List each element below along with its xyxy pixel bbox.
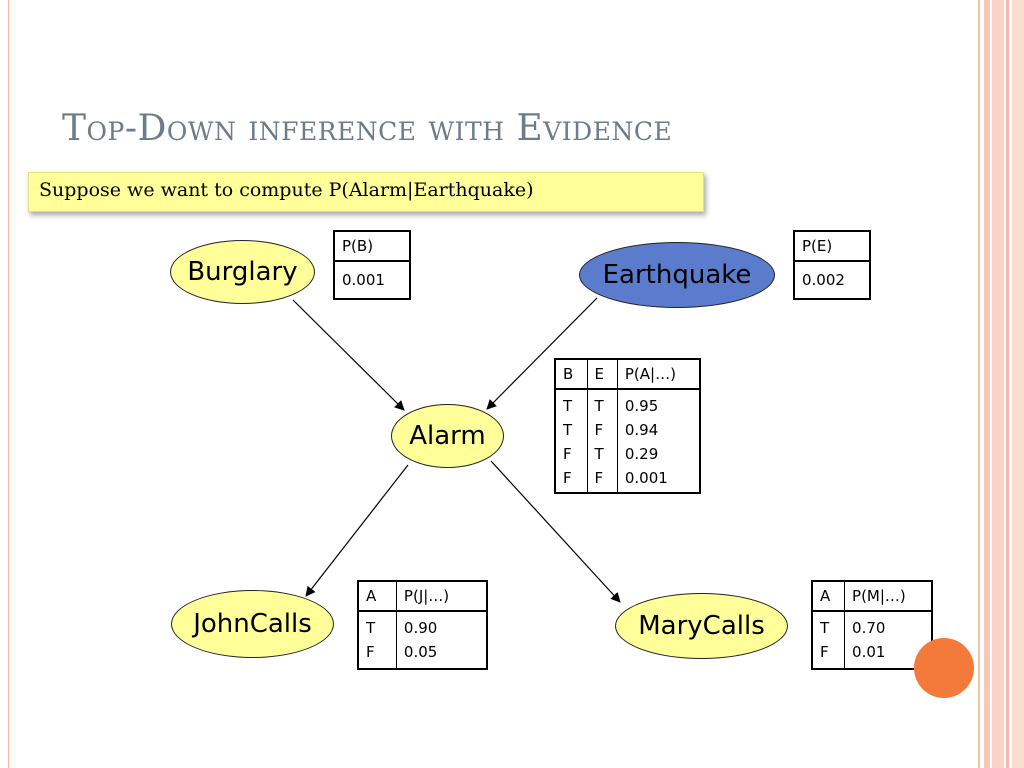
cpt-marycalls: A P(M|…) T F 0.70 0.01 — [811, 580, 933, 670]
node-earthquake[interactable]: Earthquake — [579, 242, 775, 308]
cpt-cell: 0.29 — [624, 445, 659, 463]
cpt-column: 0.95 0.94 0.29 0.001 — [616, 389, 700, 493]
right-stripe — [984, 0, 990, 768]
left-border-line — [8, 0, 9, 768]
right-stripe — [1012, 0, 1024, 768]
cpt-cell: F — [820, 643, 829, 661]
edge-burglary-alarm — [292, 299, 405, 411]
cpt-cell: 0.001 — [624, 469, 668, 487]
cpt-cell: T — [820, 619, 830, 637]
node-johncalls-label: JohnCalls — [193, 609, 312, 639]
cpt-burglary: P(B) 0.001 — [333, 230, 411, 300]
node-burglary-label: Burglary — [187, 257, 298, 287]
right-stripe — [978, 0, 980, 768]
cpt-cell: F — [594, 421, 604, 439]
node-alarm[interactable]: Alarm — [391, 404, 504, 468]
cpt-cell: 0.90 — [403, 619, 438, 637]
cpt-header: E — [586, 359, 618, 389]
right-stripe — [1006, 0, 1009, 768]
cpt-header: P(E) — [802, 237, 833, 255]
cpt-header: P(J|…) — [395, 581, 487, 611]
node-johncalls[interactable]: JohnCalls — [171, 590, 334, 658]
cpt-column: T F — [812, 611, 845, 669]
node-earthquake-label: Earthquake — [602, 260, 752, 290]
cpt-column: 0.90 0.05 — [395, 611, 487, 669]
cpt-cell: 0.05 — [403, 643, 438, 661]
cpt-cell: 0.95 — [624, 397, 659, 415]
cpt-header: A — [820, 587, 831, 605]
cpt-cell: 0.01 — [852, 643, 886, 661]
edge-alarm-marycalls — [490, 460, 621, 603]
cpt-cell: 0.002 — [802, 271, 845, 289]
cpt-cell: T — [563, 397, 573, 415]
cpt-header: P(B) — [342, 237, 374, 255]
cpt-column: 0.70 0.01 — [844, 611, 932, 669]
cpt-cell: 0.001 — [342, 271, 385, 289]
node-burglary[interactable]: Burglary — [170, 240, 315, 304]
cpt-cell: T — [594, 445, 604, 463]
cpt-cell: F — [366, 643, 375, 661]
evidence-callout: Suppose we want to compute P(Alarm|Earth… — [28, 172, 704, 212]
cpt-alarm: B E P(A|…) T T F F T F T F — [554, 358, 701, 494]
cpt-column: T F — [358, 611, 396, 669]
cpt-header: A — [366, 587, 377, 605]
edge-alarm-johncalls — [305, 464, 409, 597]
cpt-column: T T F F — [555, 389, 587, 493]
right-stripe — [992, 0, 1004, 768]
node-marycalls[interactable]: MaryCalls — [615, 593, 788, 659]
cpt-earthquake: P(E) 0.002 — [793, 230, 871, 300]
cpt-header: B — [563, 365, 574, 383]
cpt-cell: 0.70 — [852, 619, 886, 637]
cpt-cell: T — [594, 397, 604, 415]
cpt-cell: F — [594, 469, 604, 487]
cpt-johncalls: A P(J|…) T F 0.90 0.05 — [357, 580, 488, 670]
accent-dot — [914, 638, 974, 698]
cpt-header: P(M|…) — [844, 581, 932, 611]
cpt-cell: 0.94 — [624, 421, 659, 439]
node-marycalls-label: MaryCalls — [638, 611, 765, 641]
node-alarm-label: Alarm — [409, 421, 486, 451]
edge-earthquake-alarm — [486, 297, 598, 410]
cpt-column: T F T F — [586, 389, 618, 493]
cpt-cell: T — [366, 619, 376, 637]
slide-title: Top-Down inference with Evidence — [62, 108, 673, 149]
cpt-cell: T — [563, 421, 573, 439]
cpt-header: P(A|…) — [616, 359, 700, 389]
cpt-cell: F — [563, 445, 572, 463]
cpt-cell: F — [563, 469, 572, 487]
